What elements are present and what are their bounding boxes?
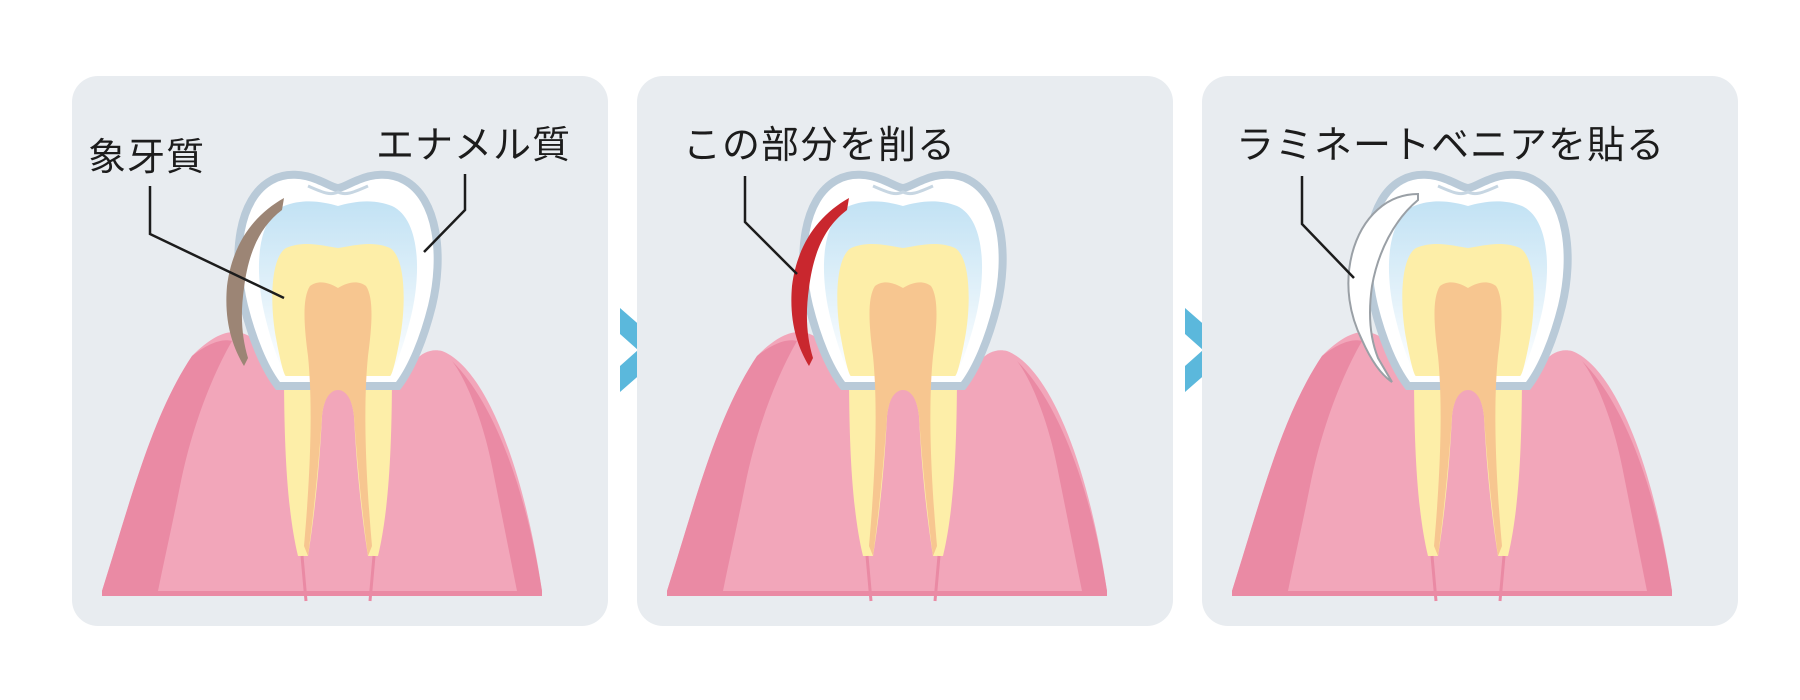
label-cut: この部分を削る	[683, 123, 957, 167]
label-enamel: エナメル質	[376, 123, 572, 167]
tooth-illustration-veneer	[1202, 76, 1738, 626]
tooth-illustration-cut	[637, 76, 1173, 626]
panel-veneer: ラミネートベニアを貼る	[1202, 76, 1738, 626]
tooth-illustration-before	[72, 76, 608, 626]
panel-before: 象牙質 エナメル質	[72, 76, 608, 626]
cut-area	[791, 198, 849, 366]
veneer-shell	[1347, 192, 1419, 383]
decay-area	[226, 198, 284, 366]
panel-cut: この部分を削る	[637, 76, 1173, 626]
label-dentin: 象牙質	[88, 135, 206, 179]
label-veneer: ラミネートベニアを貼る	[1236, 123, 1666, 167]
